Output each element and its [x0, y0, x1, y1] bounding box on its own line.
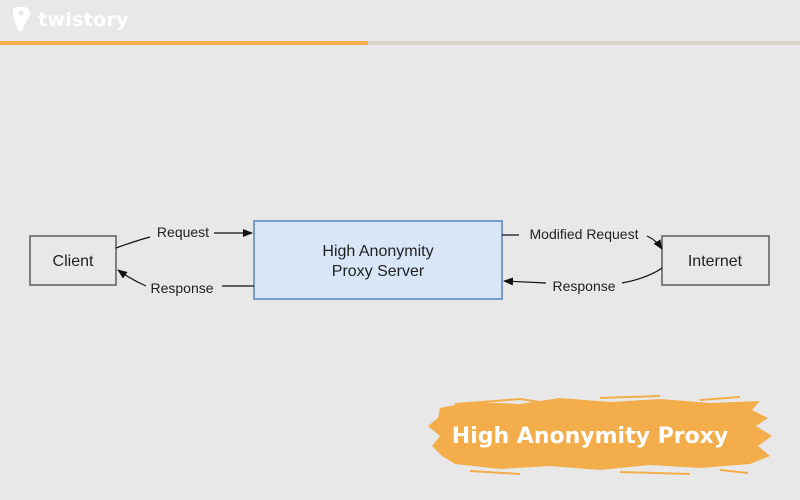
- edge-client-response: Response: [117, 269, 254, 296]
- twistory-logo-icon: [13, 7, 30, 32]
- client-response-label: Response: [150, 280, 213, 296]
- client-label: Client: [53, 253, 94, 270]
- client-node: Client: [29, 235, 117, 286]
- internet-response-label: Response: [552, 278, 615, 294]
- brand-name: twistory: [38, 9, 129, 31]
- proxy-server-node: High Anonymity Proxy Server: [253, 220, 503, 300]
- proxy-label-line1: High Anonymity: [322, 243, 433, 260]
- internet-label: Internet: [688, 253, 743, 270]
- reading-progress-fill: [0, 41, 368, 45]
- brush-stroke-shape: [428, 398, 772, 470]
- proxy-label-line2: Proxy Server: [332, 263, 425, 280]
- reading-progress-bar: [0, 41, 800, 45]
- caption-text: High Anonymity Proxy: [452, 424, 728, 449]
- request-label: Request: [157, 224, 209, 240]
- brand-logo[interactable]: twistory: [10, 6, 129, 34]
- modified-request-label: Modified Request: [530, 226, 639, 242]
- edge-internet-response: Response: [503, 267, 663, 294]
- edge-client-request: Request: [115, 224, 253, 249]
- caption-banner: High Anonymity Proxy: [428, 395, 772, 475]
- internet-node: Internet: [661, 235, 770, 286]
- edge-modified-request: Modified Request: [502, 226, 663, 250]
